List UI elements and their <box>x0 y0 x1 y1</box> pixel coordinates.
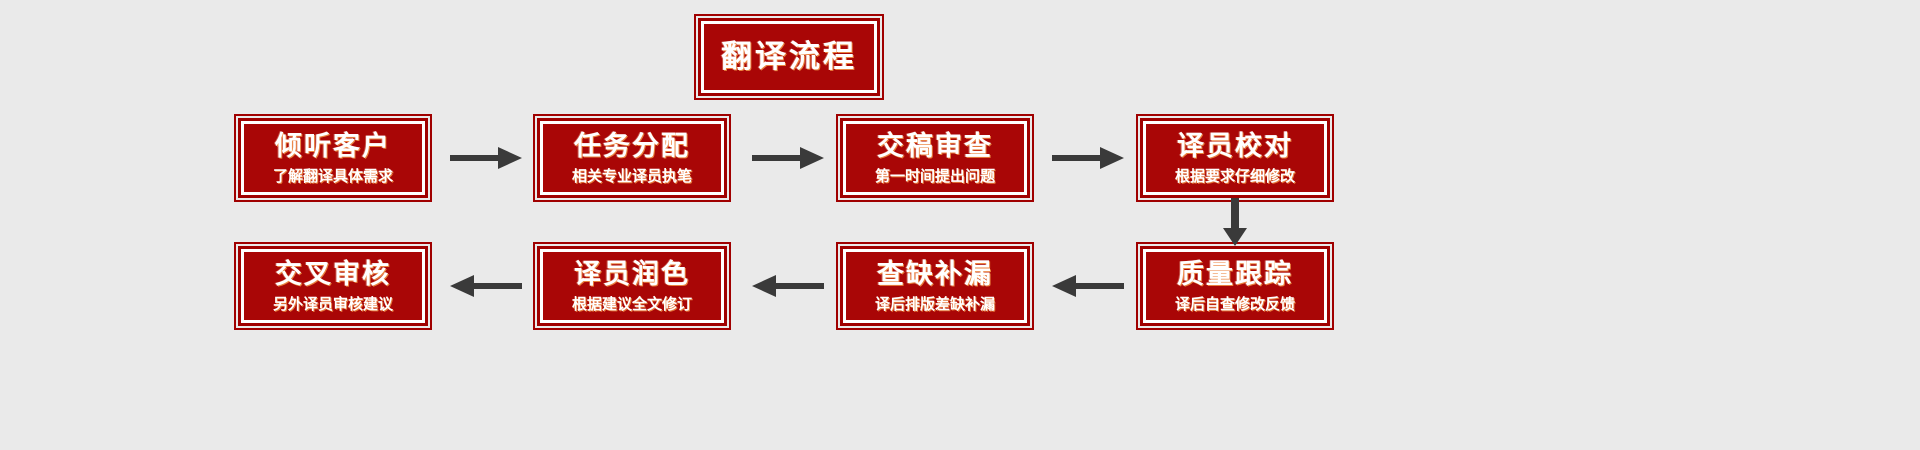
process-node-translator-proofreading[interactable]: 译员校对 根据要求仔细修改 <box>1136 114 1334 202</box>
node-title: 倾听客户 <box>275 130 391 162</box>
arrow-down-icon <box>1220 198 1250 246</box>
node-title: 译员润色 <box>574 258 690 290</box>
arrow-left-icon <box>1052 271 1124 301</box>
node-subtitle: 译后排版差缺补漏 <box>874 294 995 313</box>
node-subtitle: 第一时间提出问题 <box>874 166 995 185</box>
node-title: 任务分配 <box>574 130 690 162</box>
arrow-left-icon <box>450 271 522 301</box>
node-title: 查缺补漏 <box>877 258 993 290</box>
process-node-quality-tracking[interactable]: 质量跟踪 译后自查修改反馈 <box>1136 242 1334 330</box>
flowchart-title-box: 翻译流程 <box>694 14 884 100</box>
flowchart-title-text: 翻译流程 <box>721 38 857 75</box>
node-subtitle: 另外译员审核建议 <box>272 294 393 313</box>
node-title: 译员校对 <box>1177 130 1293 162</box>
node-subtitle: 了解翻译具体需求 <box>272 166 393 185</box>
arrow-left-icon <box>752 271 824 301</box>
arrow-right-icon <box>752 143 824 173</box>
process-node-listen-to-client[interactable]: 倾听客户 了解翻译具体需求 <box>234 114 432 202</box>
arrow-right-icon <box>450 143 522 173</box>
process-node-gap-filling[interactable]: 查缺补漏 译后排版差缺补漏 <box>836 242 1034 330</box>
node-subtitle: 根据建议全文修订 <box>571 294 692 313</box>
arrow-right-icon <box>1052 143 1124 173</box>
node-subtitle: 译后自查修改反馈 <box>1174 294 1295 313</box>
process-node-submission-review[interactable]: 交稿审查 第一时间提出问题 <box>836 114 1034 202</box>
node-subtitle: 根据要求仔细修改 <box>1174 166 1295 185</box>
node-title: 交稿审查 <box>877 130 993 162</box>
node-subtitle: 相关专业译员执笔 <box>571 166 692 185</box>
process-node-task-assignment[interactable]: 任务分配 相关专业译员执笔 <box>533 114 731 202</box>
node-title: 质量跟踪 <box>1177 258 1293 290</box>
process-node-translator-polishing[interactable]: 译员润色 根据建议全文修订 <box>533 242 731 330</box>
node-title: 交叉审核 <box>275 258 391 290</box>
process-node-cross-review[interactable]: 交叉审核 另外译员审核建议 <box>234 242 432 330</box>
